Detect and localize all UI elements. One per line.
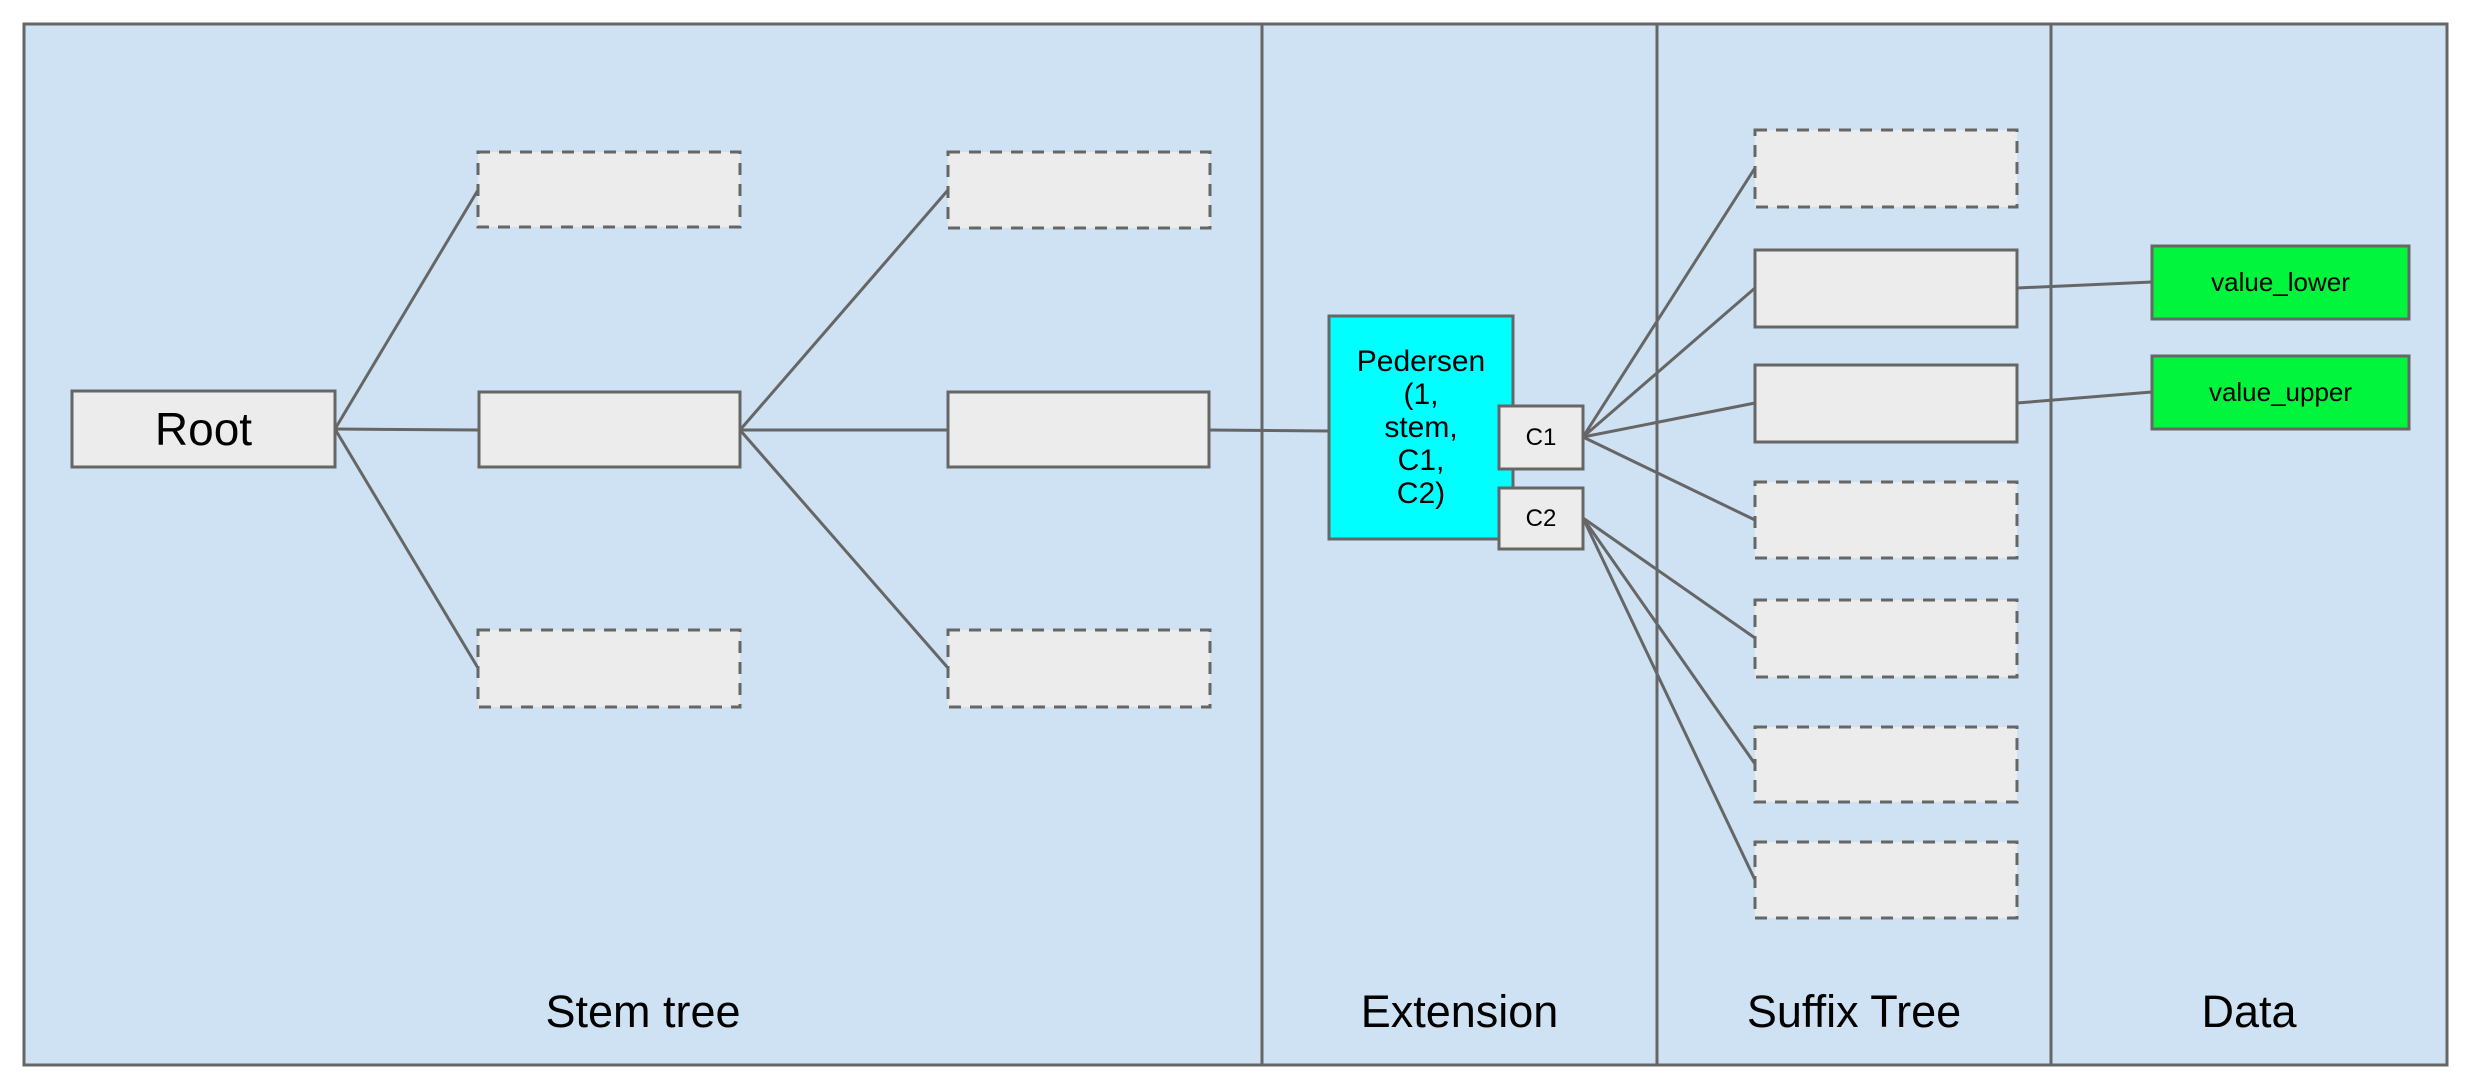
edge-c2-suffix5	[1582, 516, 1756, 640]
edge-c1-suffix1	[1581, 167, 1757, 438]
node-stem2-bottom-dashed	[476, 628, 742, 709]
node-suffix5-dashed	[1753, 598, 2019, 679]
edge-stem2-stem3-bottom	[738, 429, 950, 669]
node-suffix7-dashed	[1753, 840, 2019, 920]
node-c2	[1497, 486, 1585, 551]
node-suffix6-dashed	[1753, 725, 2019, 804]
edge-c1-suffix4	[1582, 435, 1756, 522]
edge-c2-suffix6	[1581, 517, 1757, 765]
node-stem2-top-dashed	[476, 150, 742, 229]
edge-c2-suffix7	[1581, 517, 1757, 881]
edge-c1-suffix3	[1582, 401, 1756, 439]
edge-stem2-stem3-top	[738, 189, 950, 431]
node-c1	[1497, 404, 1585, 471]
node-root	[70, 389, 337, 469]
node-suffix2	[1753, 248, 2019, 329]
node-stem2-mid	[477, 390, 742, 469]
node-stem3-bottom-dashed	[946, 628, 1212, 709]
edges	[333, 167, 2153, 881]
node-stem3-top-dashed	[946, 150, 1212, 230]
edge-root-stem2-mid	[334, 427, 480, 432]
diagram-panel	[22, 22, 2449, 1067]
edge-suffix3-value-upper	[2016, 390, 2153, 405]
edge-stem3-pedersen	[1208, 428, 1330, 433]
edge-root-stem2-top	[333, 189, 480, 430]
edge-c1-suffix2	[1582, 286, 1756, 439]
node-value-upper	[2150, 354, 2411, 431]
node-stem3-mid	[946, 390, 1211, 469]
node-suffix1-dashed	[1753, 128, 2019, 209]
node-value-lower	[2150, 244, 2411, 321]
edge-suffix2-value-lower	[2016, 280, 2153, 290]
node-suffix3	[1753, 363, 2019, 444]
edge-root-stem2-bottom	[333, 428, 480, 669]
node-pedersen	[1327, 314, 1515, 541]
node-suffix4-dashed	[1753, 480, 2019, 560]
